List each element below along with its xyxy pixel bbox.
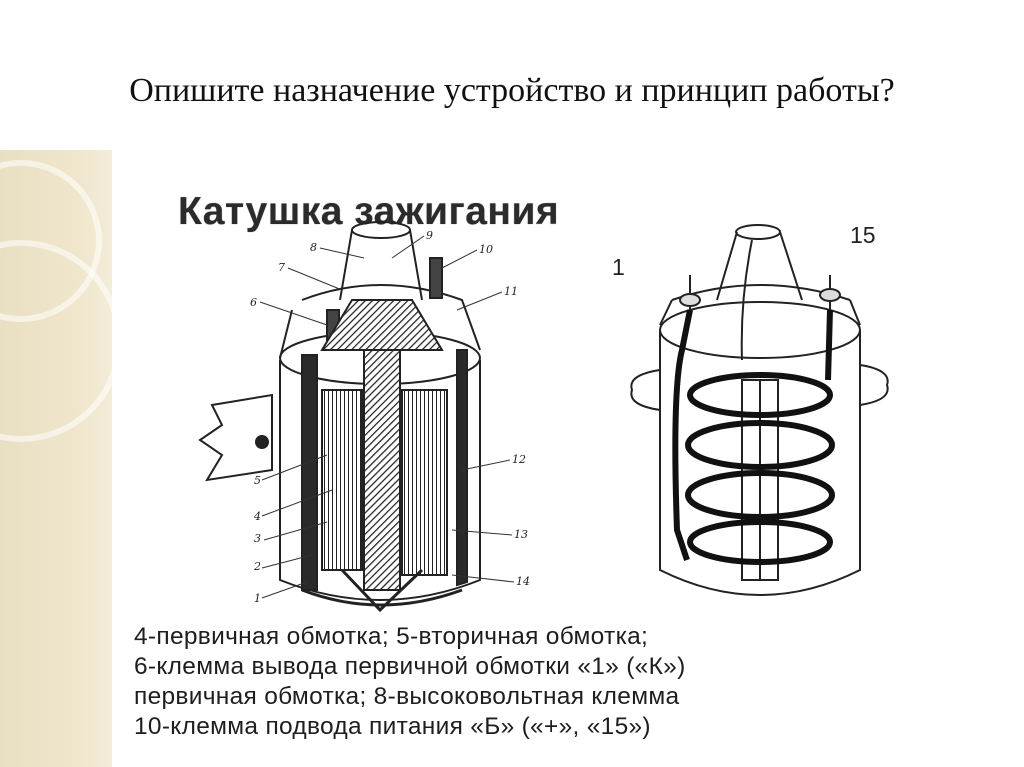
terminal-label-1: 1 <box>612 254 625 280</box>
part-number-9: 9 <box>426 229 433 242</box>
diagram-caption: 4-первичная обмотка; 5-вторичная обмотка… <box>134 622 1004 742</box>
part-number-6: 6 <box>250 296 257 309</box>
part-number-1: 1 <box>254 592 261 605</box>
slide-title: Опишите назначение устройство и принцип … <box>129 72 895 109</box>
schematic-coil <box>630 224 889 596</box>
caption-line: 4-первичная обмотка; 5-вторичная обмотка… <box>134 623 649 650</box>
part-leader-lines <box>259 235 515 599</box>
diagram-figure: Катушка зажигания 1 15 <box>112 150 1024 767</box>
cutaway-coil <box>198 221 481 613</box>
caption-line: 10-клемма подвода питания «Б» («+», «15»… <box>134 713 651 740</box>
part-number-14: 14 <box>516 575 530 588</box>
part-number-3: 3 <box>254 532 261 545</box>
ignition-coil-drawings: 1 2 3 4 5 6 7 8 9 10 11 12 13 14 <box>198 221 889 613</box>
part-number-4: 4 <box>253 510 261 523</box>
part-number-11: 11 <box>504 285 518 298</box>
part-number-5: 5 <box>254 474 261 487</box>
part-numbers: 1 2 3 4 5 6 7 8 9 10 11 12 13 14 <box>250 229 530 605</box>
part-number-12: 12 <box>512 453 526 466</box>
decorative-side-strip <box>0 150 112 767</box>
terminal-label-15: 15 <box>850 222 876 248</box>
caption-line: 6-клемма вывода первичной обмотки «1» («… <box>134 653 686 680</box>
part-number-13: 13 <box>514 528 528 541</box>
part-number-10: 10 <box>479 243 493 256</box>
diagram-title: Катушка зажигания <box>178 190 560 233</box>
part-number-8: 8 <box>310 241 317 254</box>
part-number-7: 7 <box>278 261 285 274</box>
part-number-2: 2 <box>253 560 261 573</box>
primary-winding-spiral <box>672 309 835 565</box>
caption-line: первичная обмотка; 8-высоковольтная клем… <box>134 683 680 710</box>
